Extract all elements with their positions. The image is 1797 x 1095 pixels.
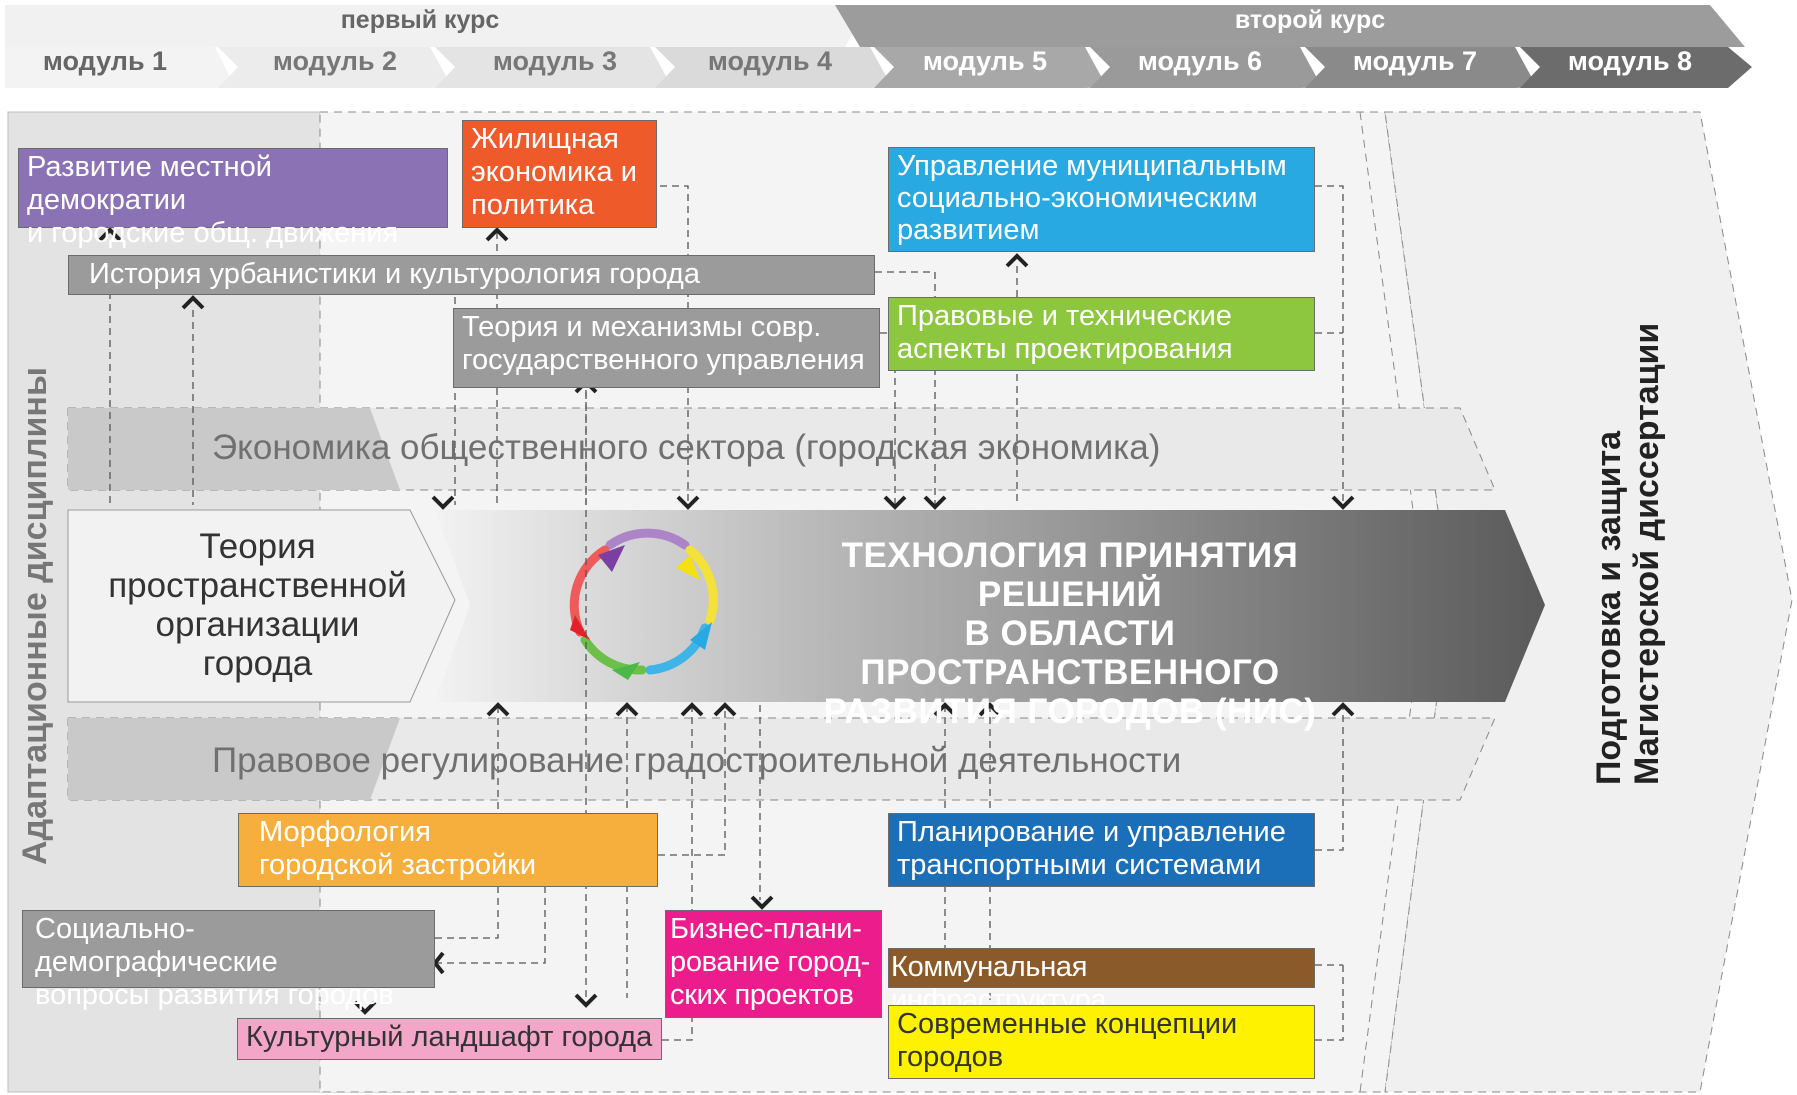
theory-line2: пространственной (108, 566, 407, 605)
discipline-morphology: Морфология городской застройки (238, 813, 658, 887)
discipline-municipal-line2: социально-экономическим (897, 182, 1258, 214)
module-chevrons (5, 47, 1752, 88)
economics-band (67, 407, 1496, 491)
theory-label: Теория пространственной организации горо… (85, 527, 430, 683)
dissertation-panel (1384, 111, 1793, 1093)
discipline-business-line2: рование город- (670, 946, 870, 978)
discipline-legal-line1: Правовые и технические (897, 300, 1232, 332)
discipline-legal-line2: аспекты проектирования (897, 333, 1233, 365)
theory-line3: организации (155, 605, 360, 644)
center-title-line1: ТЕХНОЛОГИЯ ПРИНЯТИЯ РЕШЕНИЙ (841, 536, 1299, 614)
discipline-democracy-line1: Развитие местной демократии (27, 151, 272, 216)
discipline-housing-line3: политика (471, 189, 595, 221)
law-band (67, 717, 1496, 801)
center-title-line2: В ОБЛАСТИ ПРОСТРАНСТВЕННОГО (860, 614, 1280, 692)
discipline-transport: Планирование и управление транспортными … (888, 813, 1315, 887)
discipline-business: Бизнес-плани- рование город- ских проект… (665, 910, 882, 1018)
center-arrow (435, 510, 1545, 702)
discipline-business-line1: Бизнес-плани- (670, 913, 862, 945)
law-band-label: Правовое регулирование градостроительной… (212, 741, 1182, 780)
discipline-municipal-line3: развитием (897, 214, 1040, 246)
module-6-label: модуль 6 (1137, 46, 1263, 76)
arrowheads (98, 227, 1355, 1015)
module-3-label: модуль 3 (492, 46, 618, 76)
discipline-landscape: Культурный ландшафт города (237, 1018, 662, 1060)
discipline-history: История урбанистики и культурология горо… (68, 255, 875, 295)
center-title-line3: РАЗВИТИЯ ГОРОДОВ (НИС) (823, 692, 1317, 731)
economics-band-label: Экономика общественного сектора (городск… (212, 428, 1161, 467)
adaptation-label: Адаптационные дисциплины (16, 367, 54, 865)
dissertation-label-line2: Магистерской диссертации (1628, 322, 1666, 785)
discipline-municipal: Управление муниципальным социально-эконо… (888, 147, 1315, 252)
discipline-legal: Правовые и технические аспекты проектиро… (888, 297, 1315, 371)
discipline-morphology-line1: Морфология (259, 816, 431, 848)
discipline-housing: Жилищная экономика и политика (462, 120, 657, 228)
discipline-history-line1: История урбанистики и культурология горо… (89, 258, 700, 290)
cycle-icon (569, 528, 718, 680)
discipline-housing-line1: Жилищная (471, 123, 619, 155)
discipline-socdem-line2: вопросы развития городов (35, 979, 394, 1011)
discipline-concepts: Современные концепции городов (888, 1005, 1315, 1079)
module-5-label: модуль 5 (922, 46, 1048, 76)
header-year-bar (5, 5, 1745, 47)
dissertation-label-line1: Подготовка и защита (1590, 430, 1628, 785)
module-1-label: модуль 1 (42, 46, 168, 76)
year-2-label: второй курс (1234, 6, 1386, 34)
dissertation-label: Подготовка и защита Магистерской диссерт… (1590, 323, 1666, 785)
discipline-democracy: Развитие местной демократии и городские … (18, 148, 448, 249)
discipline-housing-line2: экономика и (471, 156, 637, 188)
discipline-theory-gov-line1: Теория и механизмы совр. (462, 311, 822, 343)
discipline-business-line3: ских проектов (670, 979, 854, 1011)
center-title: ТЕХНОЛОГИЯ ПРИНЯТИЯ РЕШЕНИЙ В ОБЛАСТИ ПР… (760, 536, 1380, 731)
discipline-municipal-line1: Управление муниципальным (897, 150, 1287, 182)
module-7-label: модуль 7 (1352, 46, 1478, 76)
discipline-landscape-line1: Культурный ландшафт города (246, 1021, 653, 1053)
discipline-morphology-line2: городской застройки (259, 849, 537, 881)
discipline-concepts-line1: Современные концепции (897, 1008, 1238, 1040)
year-1-label: первый курс (340, 6, 500, 34)
discipline-transport-line2: транспортными системами (897, 849, 1262, 881)
discipline-theory-gov-line2: государственного управления (462, 344, 865, 376)
module-2-label: модуль 2 (272, 46, 398, 76)
discipline-socdem-line1: Социально-демографические (35, 913, 278, 978)
module-8-label: модуль 8 (1567, 46, 1693, 76)
discipline-concepts-line2: городов (897, 1041, 1004, 1073)
discipline-theory-gov: Теория и механизмы совр. государственног… (453, 308, 880, 388)
discipline-communal-line1: Коммунальная инфраструктура (891, 951, 1107, 1016)
discipline-democracy-line2: и городские общ. движения (27, 217, 399, 249)
discipline-socdem: Социально-демографические вопросы развит… (22, 910, 435, 1011)
theory-line1: Теория (199, 527, 316, 566)
module-4-label: модуль 4 (707, 46, 833, 76)
discipline-communal: Коммунальная инфраструктура (888, 948, 1315, 1016)
discipline-transport-line1: Планирование и управление (897, 816, 1286, 848)
theory-chevron (67, 509, 456, 703)
theory-line4: города (202, 644, 313, 683)
